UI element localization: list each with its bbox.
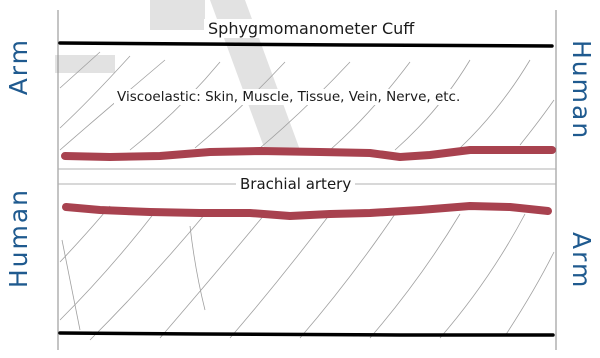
artery-upper-wall (65, 150, 552, 157)
tissue-label: Viscoelastic: Skin, Muscle, Tissue, Vein… (114, 89, 463, 105)
arm-bottom-boundary (60, 333, 553, 335)
left-side-text-lower: Human (6, 188, 31, 288)
artery-label: Brachial artery (236, 175, 355, 193)
left-side-text-upper: Arm (6, 38, 31, 95)
right-side-text-lower: Arm (569, 232, 594, 289)
right-side-text-upper: Human (569, 40, 594, 140)
artery-lower-wall (66, 206, 548, 216)
cuff-top-boundary (60, 43, 552, 46)
cuff-label: Sphygmomanometer Cuff (204, 19, 418, 38)
